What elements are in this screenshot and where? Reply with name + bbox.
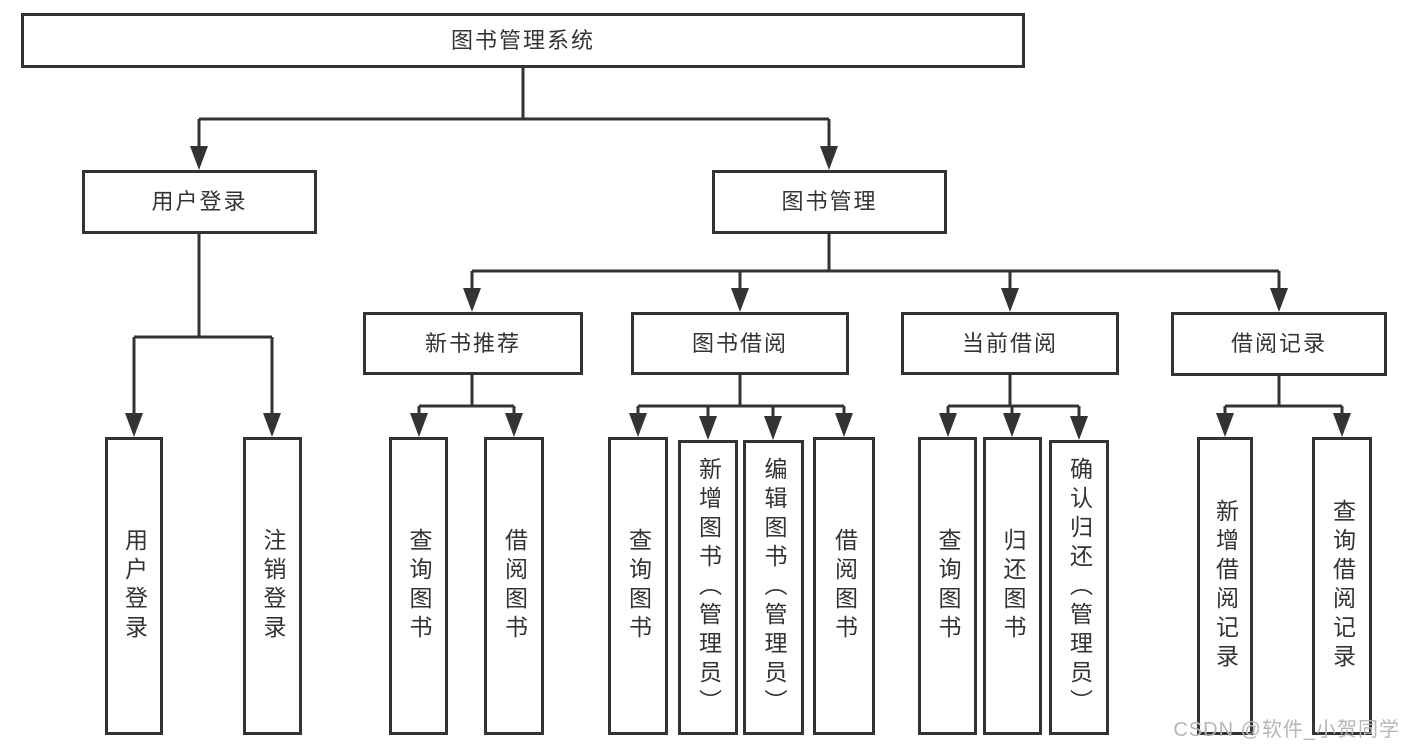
node-current-borrow-label: 当前借阅 (961, 330, 1058, 356)
leaf-edit-books-admin-label: 编辑图书（管理员） (761, 457, 787, 718)
leaf-current-query-books-label: 查询图书 (935, 528, 961, 644)
node-new-book-recommend-label: 新书推荐 (424, 330, 521, 356)
leaf-newbook-borrow-books-label: 借阅图书 (501, 528, 528, 644)
leaf-query-borrow-record-label: 查询借阅记录 (1329, 499, 1356, 673)
leaf-add-books-admin: 新增图书（管理员） (678, 440, 738, 735)
leaf-newbook-query-books-label: 查询图书 (406, 528, 432, 644)
leaf-add-borrow-record-label: 新增借阅记录 (1212, 499, 1239, 673)
leaf-confirm-return-admin: 确认归还（管理员） (1049, 440, 1109, 735)
node-borrow-records-label: 借阅记录 (1230, 331, 1327, 356)
leaf-borrow-query-books-label: 查询图书 (625, 528, 652, 644)
leaf-newbook-query-books: 查询图书 (389, 437, 448, 735)
leaf-logout-label: 注销登录 (260, 528, 286, 644)
leaf-confirm-return-admin-label: 确认归还（管理员） (1066, 457, 1093, 718)
leaf-user-login: 用户登录 (105, 437, 163, 735)
node-root-label: 图书管理系统 (450, 27, 595, 53)
leaf-borrow-query-books: 查询图书 (608, 437, 668, 735)
node-user-login-label: 用户登录 (151, 189, 248, 214)
node-root-system: 图书管理系统 (21, 13, 1025, 68)
arrowheads (125, 146, 1351, 440)
node-borrow-records: 借阅记录 (1171, 312, 1387, 376)
leaf-newbook-borrow-books: 借阅图书 (484, 437, 544, 735)
node-user-login: 用户登录 (82, 170, 317, 234)
node-current-borrow: 当前借阅 (901, 312, 1119, 375)
node-book-management-label: 图书管理 (781, 189, 878, 214)
node-book-borrow: 图书借阅 (631, 312, 849, 375)
leaf-add-books-admin-label: 新增图书（管理员） (695, 457, 722, 718)
leaf-current-query-books: 查询图书 (918, 437, 977, 735)
leaf-query-borrow-record: 查询借阅记录 (1312, 437, 1372, 735)
leaf-borrow-borrow-books-label: 借阅图书 (831, 528, 858, 644)
leaf-edit-books-admin: 编辑图书（管理员） (743, 440, 804, 735)
leaf-add-borrow-record: 新增借阅记录 (1197, 437, 1253, 735)
leaf-return-books: 归还图书 (983, 437, 1042, 735)
node-book-management: 图书管理 (712, 170, 947, 234)
leaf-borrow-borrow-books: 借阅图书 (813, 437, 875, 735)
node-book-borrow-label: 图书借阅 (691, 330, 788, 356)
leaf-logout: 注销登录 (243, 437, 302, 735)
leaf-return-books-label: 归还图书 (1000, 528, 1026, 644)
node-new-book-recommend: 新书推荐 (363, 312, 583, 375)
leaf-user-login-label: 用户登录 (121, 528, 148, 644)
